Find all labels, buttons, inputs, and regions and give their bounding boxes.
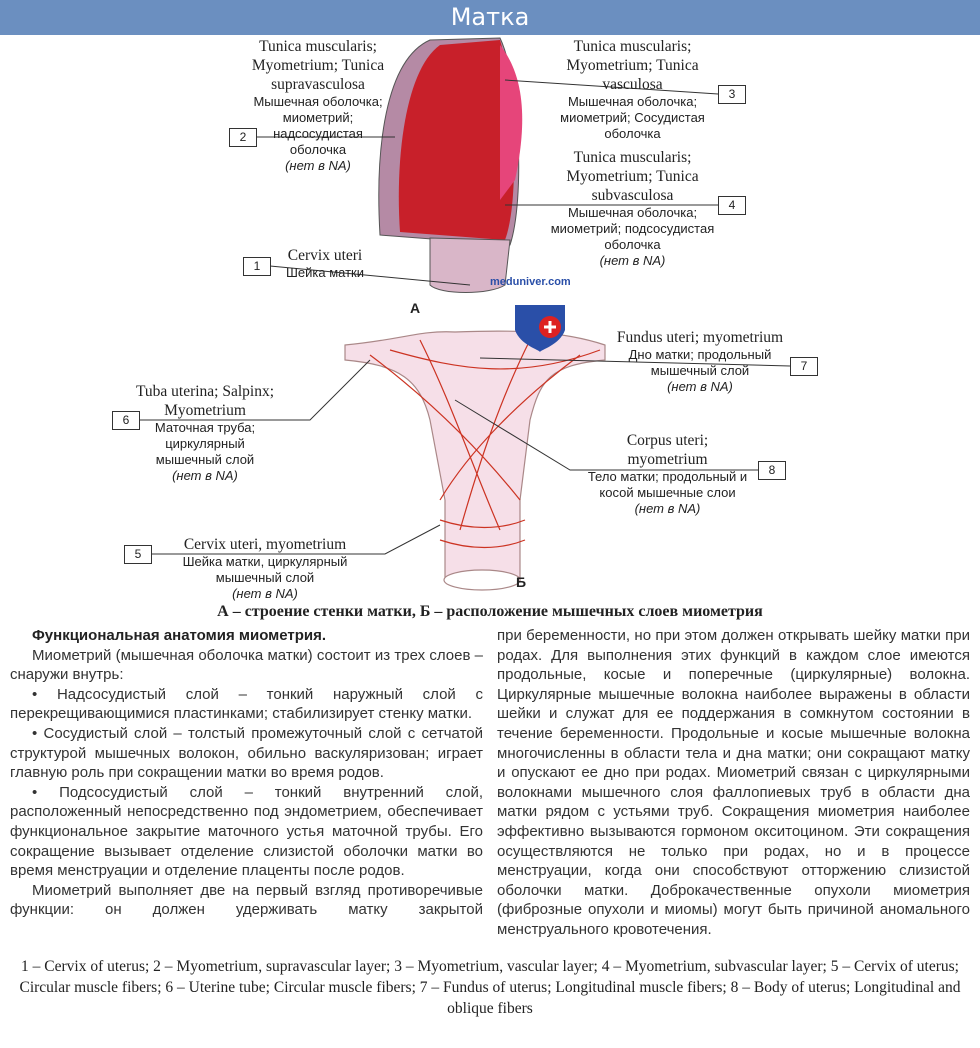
- text-column-left: Функциональная анатомия миометрия. Миоме…: [10, 626, 483, 920]
- paragraph: при беременности, но при этом должен отк…: [497, 627, 970, 938]
- callout-8: 8: [758, 461, 786, 480]
- leader-lines: [140, 79, 791, 555]
- bullet-item: • Подсосудистый слой – тонкий внутренний…: [10, 783, 483, 880]
- uterine-wall-illustration: [378, 37, 523, 293]
- figure-legend-english: 1 – Cervix of uterus; 2 – Myometrium, su…: [19, 958, 961, 1017]
- bullet-item: • Надсосудистый слой – тонкий наружный с…: [10, 685, 483, 723]
- label-4: Tunica muscularis; Myometrium; Tunica su…: [550, 149, 715, 268]
- watermark: meduniver.com: [490, 276, 571, 288]
- callout-6: 6: [112, 411, 140, 430]
- panel-a-label: А: [410, 300, 421, 316]
- paragraph: Миометрий выполняет две на первый взгляд…: [10, 881, 483, 919]
- bullet-item: • Сосудистый слой – толстый промежуточны…: [10, 724, 483, 782]
- callout-2: 2: [229, 128, 257, 147]
- page-title: Матка: [0, 0, 980, 35]
- paragraph: Миометрий (мышечная оболочка матки) сост…: [10, 646, 483, 684]
- logo-shield-icon: [515, 305, 565, 352]
- label-2: Tunica muscularis; Myometrium; Tunica su…: [251, 38, 385, 173]
- text-column-right: при беременности, но при этом должен отк…: [497, 626, 970, 940]
- figure-caption: А – строение стенки матки, Б – расположе…: [217, 603, 763, 620]
- callout-1: 1: [243, 257, 271, 276]
- callout-7: 7: [790, 357, 818, 376]
- myometrium-layers-illustration: [344, 330, 606, 591]
- callout-5: 5: [124, 545, 152, 564]
- uterus-illustration: [140, 37, 791, 591]
- panel-b-label: Б: [516, 574, 527, 590]
- section-heading: Функциональная анатомия миометрия.: [32, 627, 327, 644]
- callout-4: 4: [718, 196, 746, 215]
- callout-3: 3: [718, 85, 746, 104]
- label-3: Tunica muscularis; Myometrium; Tunica va…: [560, 38, 705, 141]
